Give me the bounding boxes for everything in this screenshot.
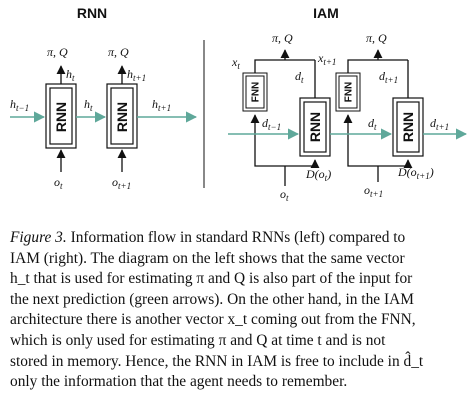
rnn-title: RNN (77, 5, 107, 21)
rnn-cell-t-label: RNN (53, 102, 69, 132)
caption-line-4: the next prediction (green arrows). On t… (10, 290, 414, 308)
iam-d-up-label-t: dt (295, 69, 304, 85)
caption-line-7: stored in memory. Hence, the RNN in IAM … (10, 352, 424, 370)
iam-x-label-t: xt (231, 55, 240, 71)
figure-caption: Figure 3. Information flow in standard R… (10, 228, 468, 393)
iam-rnn-t: RNN (299, 97, 331, 157)
iam-connectors-t (250, 49, 320, 186)
caption-line-5: architecture there is another vector x_t… (10, 311, 416, 329)
iam-title: IAM (313, 5, 339, 21)
iam-D-label-t1: D(ot+1) (397, 165, 434, 181)
iam-rnn-t-label: RNN (307, 112, 323, 142)
rnn-cell-t1: RNN (106, 83, 138, 149)
caption-line-6: which is only used for estimating π and … (10, 331, 386, 349)
rnn-input-label-t: ot (54, 175, 63, 191)
iam-d-prev-label: dt−1 (262, 116, 281, 132)
iam-output-label-t1: π, Q (366, 31, 387, 45)
iam-input-label-t: ot (280, 187, 289, 203)
iam-rnn-t1-label: RNN (400, 112, 416, 142)
caption-label: Figure 3. (10, 229, 67, 246)
iam-d-up-label-t1: dt+1 (379, 69, 398, 85)
iam-rnn-t1: RNN (392, 97, 424, 157)
caption-line-1: Figure 3. Information flow in standard R… (10, 229, 406, 246)
iam-d-next-label: dt+1 (430, 116, 449, 132)
caption-line-3: h_t that is used for estimating π and Q … (10, 270, 413, 288)
caption-line-2: IAM (right). The diagram on the left sho… (10, 249, 405, 267)
rnn-hidden-up-label-t: ht (66, 67, 75, 83)
iam-x-label-t1: xt+1 (317, 51, 336, 67)
rnn-cell-t: RNN (45, 83, 77, 149)
iam-output-label-t: π, Q (272, 31, 293, 45)
iam-D-label-t: D(ot) (305, 167, 331, 183)
iam-fnn-t1: FNN (335, 72, 361, 112)
iam-fnn-t: FNN (242, 72, 268, 112)
rnn-cell-t1-label: RNN (114, 102, 130, 132)
rnn-hidden-out-label: ht+1 (152, 97, 171, 113)
rnn-hidden-mid-label: ht (84, 97, 93, 113)
rnn-hidden-up-label-t1: ht+1 (127, 67, 146, 83)
iam-fnn-t1-label: FNN (344, 82, 355, 103)
iam-d-mid-label: dt (368, 116, 377, 132)
rnn-output-label-t: π, Q (47, 45, 68, 59)
iam-connectors-t1 (343, 49, 413, 182)
caption-paragraph: Figure 3. Information flow in standard R… (10, 228, 468, 393)
rnn-hidden-in-label: ht−1 (10, 97, 29, 113)
iam-input-label-t1: ot+1 (364, 183, 383, 199)
rnn-output-label-t1: π, Q (108, 45, 129, 59)
caption-line-8: only the information that the agent need… (10, 373, 348, 391)
diagram-svg: RNN IAM RNN RNN π, Q π, Q ht ht+1 ht−1 h… (10, 5, 468, 203)
iam-fnn-t-label: FNN (251, 82, 262, 103)
rnn-input-label-t1: ot+1 (112, 175, 131, 191)
